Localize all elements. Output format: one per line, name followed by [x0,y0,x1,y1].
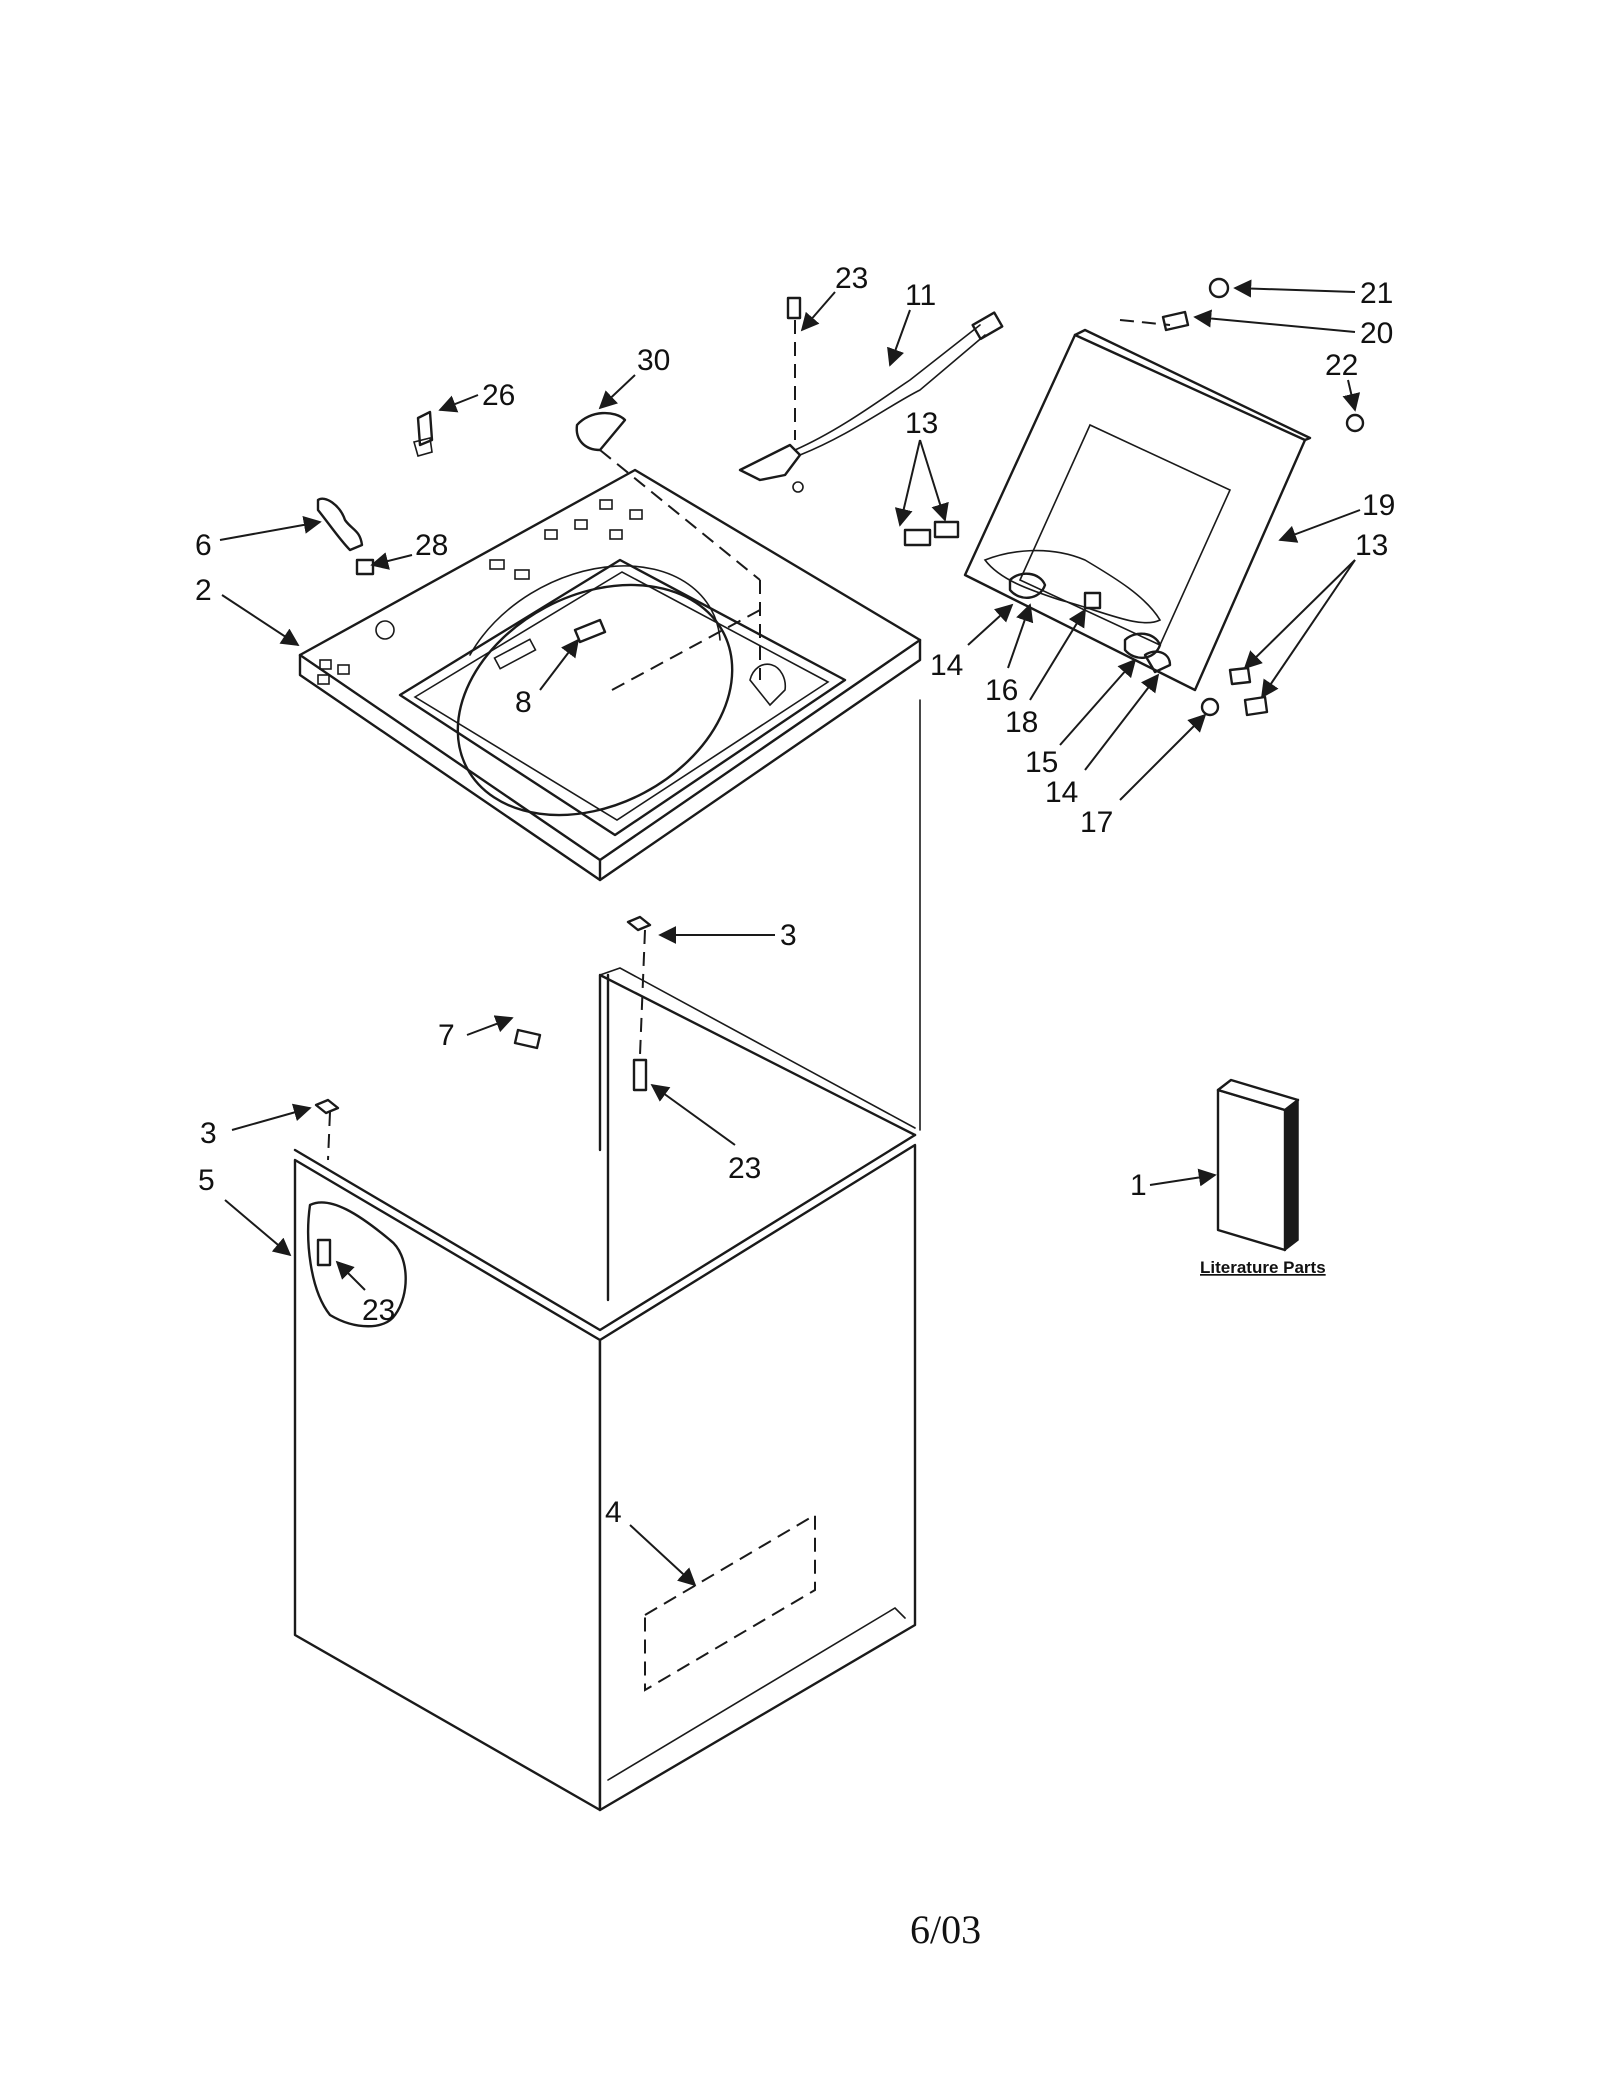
callout-8: 8 [515,686,532,719]
callout-6: 6 [195,529,212,562]
callout-7: 7 [438,1019,455,1052]
callout-19: 19 [1362,489,1395,522]
callout-30: 30 [637,344,670,377]
literature-booklet [1216,1078,1300,1252]
hinge-bracket-30 [575,411,627,452]
screw-8 [573,618,607,644]
callout-5: 5 [198,1164,215,1197]
cabinet-top [298,468,922,882]
callout-23-frame-screw: 23 [728,1152,761,1185]
callout-labels: 23 11 30 26 21 20 22 13 6 28 2 8 19 13 1… [195,262,1395,1952]
callout-23-cabinet-screw: 23 [362,1294,395,1327]
callout-21: 21 [1360,277,1393,310]
callout-14-lower: 14 [1045,776,1078,809]
callout-11: 11 [905,279,936,312]
callout-18: 18 [1005,706,1038,739]
callout-14-upper: 14 [930,649,963,682]
callout-4: 4 [605,1496,622,1529]
callout-22: 22 [1325,349,1358,382]
lid-bumpers [1161,277,1365,433]
dashed-leaders [327,319,1171,1161]
callout-20: 20 [1360,317,1393,350]
callout-13-top: 13 [905,407,938,440]
callout-3-front: 3 [200,1117,217,1150]
lid-switch-harness [738,311,1004,493]
footer-date: 6/03 [910,1907,981,1952]
leader-lines [219,279,1361,1587]
callout-2: 2 [195,574,212,607]
callout-15: 15 [1025,746,1058,779]
callout-13-bottom: 13 [1355,529,1388,562]
callout-3-back: 3 [780,919,797,952]
callout-23-harness-screw: 23 [835,262,868,295]
callout-16: 16 [985,674,1018,707]
screws-13-bottom [1200,666,1269,717]
screws-23-cabinet [316,296,802,1267]
literature-parts-label: Literature Parts [1200,1258,1326,1277]
callout-28: 28 [415,529,448,562]
cabinet [293,699,921,1812]
bracket-28 [355,558,375,576]
screw-7 [513,1028,542,1050]
clip-26 [413,410,434,457]
callout-1: 1 [1130,1169,1147,1202]
lid [963,328,1312,692]
clips-3 [314,915,652,1115]
callout-26: 26 [482,379,515,412]
callout-17: 17 [1080,806,1113,839]
screws-13-top [903,520,960,547]
hinge-parts [1008,572,1172,674]
clip-6 [316,497,364,552]
